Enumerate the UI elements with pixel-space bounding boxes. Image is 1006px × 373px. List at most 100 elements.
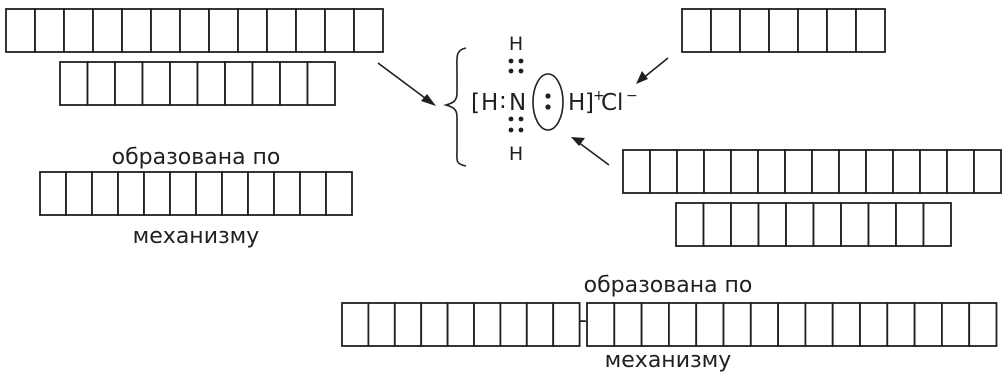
letter-cell[interactable]	[299, 171, 327, 216]
letter-cell[interactable]	[247, 171, 275, 216]
right-row-2-cells[interactable]	[675, 202, 952, 247]
formula: [ H : N H H H ] + Cl −	[471, 33, 638, 165]
letter-cell[interactable]	[613, 302, 643, 347]
letter-cell[interactable]	[273, 171, 301, 216]
letter-cell[interactable]	[117, 171, 145, 216]
letter-cell[interactable]	[341, 302, 370, 347]
letter-cell[interactable]	[681, 8, 712, 53]
letter-cell[interactable]	[739, 8, 770, 53]
letter-cell[interactable]	[141, 61, 171, 106]
letter-cell[interactable]	[722, 302, 752, 347]
letter-cell[interactable]	[420, 302, 449, 347]
letter-cell[interactable]	[676, 149, 705, 194]
letter-cell[interactable]	[65, 171, 93, 216]
letter-cell[interactable]	[892, 149, 921, 194]
letter-cell[interactable]	[237, 8, 268, 53]
letter-cell[interactable]	[295, 8, 326, 53]
letter-cell[interactable]	[703, 149, 732, 194]
letter-cell[interactable]	[919, 149, 948, 194]
left-row-3-cells[interactable]	[39, 171, 353, 216]
letter-cell[interactable]	[59, 61, 89, 106]
letter-cell[interactable]	[39, 171, 67, 216]
letter-cell[interactable]	[63, 8, 94, 53]
letter-cell[interactable]	[895, 202, 925, 247]
letter-cell[interactable]	[499, 302, 528, 347]
top-right-cells[interactable]	[681, 8, 886, 53]
letter-cell[interactable]	[306, 61, 336, 106]
letter-cell[interactable]	[831, 302, 861, 347]
letter-cell[interactable]	[393, 302, 423, 347]
letter-cell[interactable]	[353, 8, 384, 53]
letter-cell[interactable]	[251, 61, 281, 106]
letter-cell[interactable]	[710, 8, 741, 53]
letter-cell[interactable]	[34, 8, 65, 53]
letter-cell[interactable]	[797, 8, 828, 53]
letter-cell[interactable]	[811, 149, 840, 194]
letter-cell[interactable]	[757, 149, 786, 194]
left-row-2-cells[interactable]	[59, 61, 336, 106]
letter-cell[interactable]	[730, 202, 760, 247]
letter-cell[interactable]	[785, 202, 815, 247]
letter-cell[interactable]	[840, 202, 870, 247]
letter-cell[interactable]	[196, 61, 226, 106]
letter-cell[interactable]	[784, 149, 813, 194]
letter-cell[interactable]	[473, 302, 502, 347]
letter-cell[interactable]	[150, 8, 181, 53]
letter-cell[interactable]	[649, 149, 678, 194]
letter-cell[interactable]	[777, 302, 807, 347]
charge-minus: −	[626, 88, 638, 104]
letter-cell[interactable]	[91, 171, 119, 216]
letter-cell[interactable]	[446, 302, 475, 347]
letter-cell[interactable]	[973, 149, 1002, 194]
letter-cell[interactable]	[325, 171, 353, 216]
letter-cell[interactable]	[221, 171, 249, 216]
letter-cell[interactable]	[941, 302, 971, 347]
letter-cell[interactable]	[169, 171, 197, 216]
letter-cell[interactable]	[266, 8, 297, 53]
letter-cell[interactable]	[838, 149, 867, 194]
letter-cell[interactable]	[552, 302, 581, 347]
letter-cell[interactable]	[768, 8, 799, 53]
letter-cell[interactable]	[695, 302, 725, 347]
right-row-3b-cells[interactable]	[586, 302, 998, 347]
letter-cell[interactable]	[757, 202, 787, 247]
letter-cell[interactable]	[668, 302, 698, 347]
letter-cell[interactable]	[279, 61, 309, 106]
letter-cell[interactable]	[169, 61, 199, 106]
letter-cell[interactable]	[702, 202, 732, 247]
letter-cell[interactable]	[586, 302, 616, 347]
letter-cell[interactable]	[622, 149, 651, 194]
letter-cell[interactable]	[143, 171, 171, 216]
letter-cell[interactable]	[886, 302, 916, 347]
letter-cell[interactable]	[826, 8, 857, 53]
letter-cell[interactable]	[195, 171, 223, 216]
letter-cell[interactable]	[855, 8, 886, 53]
letter-cell[interactable]	[913, 302, 943, 347]
letter-cell[interactable]	[86, 61, 116, 106]
letter-cell[interactable]	[804, 302, 834, 347]
letter-cell[interactable]	[121, 8, 152, 53]
letter-cell[interactable]	[5, 8, 36, 53]
letter-cell[interactable]	[92, 8, 123, 53]
letter-cell[interactable]	[525, 302, 555, 347]
letter-cell[interactable]	[968, 302, 998, 347]
letter-cell[interactable]	[865, 149, 894, 194]
letter-cell[interactable]	[367, 302, 396, 347]
letter-cell[interactable]	[224, 61, 254, 106]
letter-cell[interactable]	[640, 302, 670, 347]
letter-cell[interactable]	[946, 149, 975, 194]
letter-cell[interactable]	[324, 8, 355, 53]
letter-cell[interactable]	[114, 61, 144, 106]
letter-cell[interactable]	[812, 202, 842, 247]
left-row-1-cells[interactable]	[5, 8, 384, 53]
letter-cell[interactable]	[675, 202, 705, 247]
letter-cell[interactable]	[730, 149, 759, 194]
letter-cell[interactable]	[749, 302, 779, 347]
letter-cell[interactable]	[859, 302, 889, 347]
letter-cell[interactable]	[867, 202, 897, 247]
letter-cell[interactable]	[179, 8, 210, 53]
right-row-3a-cells[interactable]	[341, 302, 581, 347]
letter-cell[interactable]	[208, 8, 239, 53]
right-row-1-cells[interactable]	[622, 149, 1002, 194]
letter-cell[interactable]	[922, 202, 952, 247]
